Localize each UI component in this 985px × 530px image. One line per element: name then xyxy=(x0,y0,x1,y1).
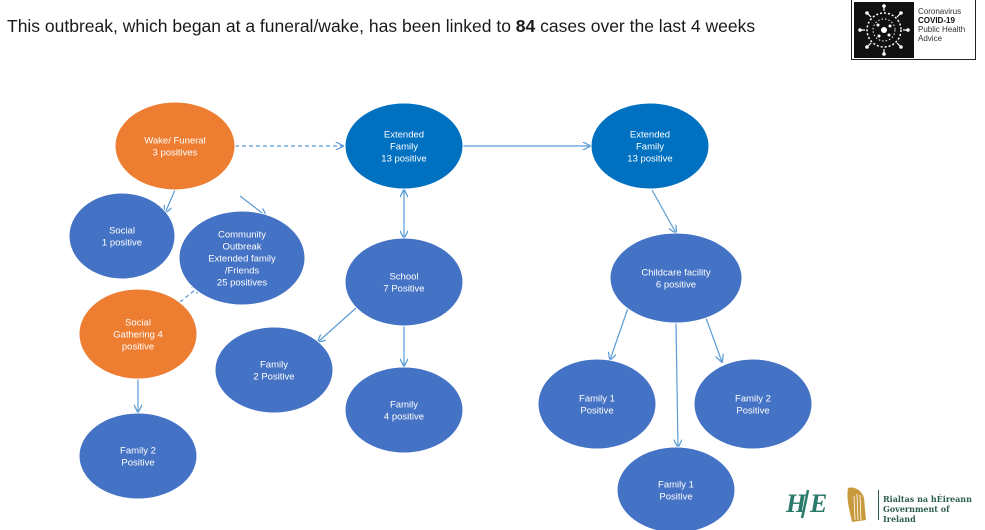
node-social-shape xyxy=(68,192,176,280)
node-wake-label-0: Wake/ Funeral xyxy=(144,136,205,147)
badge-line3: Public Health xyxy=(918,25,966,34)
node-fam2c-label-1: Positive xyxy=(121,458,154,469)
node-school-label-0: School xyxy=(389,272,418,283)
node-ext1-shape xyxy=(344,102,464,190)
title-text-after: cases over the last 4 weeks xyxy=(535,16,756,36)
edge-childcare-to-fam2b xyxy=(705,317,722,362)
government-of-ireland-text: Rialtas na hÉireann Government of Irelan… xyxy=(883,494,982,524)
node-fam2a-label-1: 2 Positive xyxy=(253,372,294,383)
node-ext2-label-1: Family xyxy=(636,142,664,153)
covid-badge: Coronavirus COVID-19 Public Health Advic… xyxy=(851,0,976,60)
node-ext2-label-2: 13 positive xyxy=(627,154,672,165)
badge-text: Coronavirus COVID-19 Public Health Advic… xyxy=(918,7,965,43)
node-community-label-4: 25 positives xyxy=(217,278,267,289)
edge-wake-to-community xyxy=(239,195,266,216)
logo-divider xyxy=(878,490,879,520)
node-fam2a-label-0: Family xyxy=(260,360,288,371)
title-text-before: This outbreak, which began at a funeral/… xyxy=(7,16,516,36)
badge-line2: COVID-19 xyxy=(918,16,955,25)
svg-text:E: E xyxy=(809,489,827,518)
edge-childcare-to-fam1a xyxy=(610,307,629,360)
hse-logo: H E xyxy=(785,489,827,519)
node-wake-shape xyxy=(114,101,236,191)
node-fam2b-label-0: Family 2 xyxy=(735,394,771,405)
node-community-label-3: /Friends xyxy=(225,266,260,277)
node-ext1-label-2: 13 positive xyxy=(381,154,426,165)
node-community-label-1: Outbreak xyxy=(222,242,261,253)
node-community-label-2: Extended family xyxy=(208,254,276,265)
node-gathering-label-0: Social xyxy=(125,318,151,329)
gov-line2: Government of Ireland xyxy=(883,504,950,524)
node-community-label-0: Community xyxy=(218,230,266,241)
edge-ext2-to-childcare xyxy=(651,189,676,233)
node-fam1a-label-0: Family 1 xyxy=(579,394,615,405)
slide-title: This outbreak, which began at a funeral/… xyxy=(7,16,755,37)
edge-school-to-fam2a xyxy=(318,307,357,342)
node-community-shape xyxy=(178,210,306,306)
node-fam4-shape xyxy=(344,366,464,454)
node-gathering-label-2: positive xyxy=(122,342,154,353)
node-childcare-label-0: Childcare facility xyxy=(641,268,710,279)
node-fam4-label-0: Family xyxy=(390,400,418,411)
node-gathering-shape xyxy=(78,288,198,380)
gov-line1: Rialtas na hÉireann xyxy=(883,494,972,504)
node-fam2b-label-1: Positive xyxy=(736,406,769,417)
edge-layer xyxy=(138,146,722,447)
title-case-count: 84 xyxy=(515,16,536,36)
node-school-shape xyxy=(344,237,464,327)
edge-wake-to-social xyxy=(165,189,176,213)
node-fam2b-shape xyxy=(693,358,813,450)
node-fam2c-label-0: Family 2 xyxy=(120,446,156,457)
node-social-label-1: 1 positive xyxy=(102,238,142,249)
node-fam1a-label-1: Positive xyxy=(580,406,613,417)
node-social-label-0: Social xyxy=(109,226,135,237)
node-fam2a-shape xyxy=(214,326,334,414)
node-ext1-label-1: Family xyxy=(390,142,418,153)
node-fam1a-shape xyxy=(537,358,657,450)
node-fam2c-shape xyxy=(78,412,198,500)
coronavirus-icon xyxy=(854,2,914,58)
node-wake-label-1: 3 positives xyxy=(153,148,198,159)
node-childcare-shape xyxy=(609,232,743,324)
node-ext1-label-0: Extended xyxy=(384,130,424,141)
badge-line4: Advice xyxy=(918,34,943,43)
node-childcare-label-1: 6 positive xyxy=(656,280,696,291)
svg-text:H: H xyxy=(785,489,807,518)
node-ext2-label-0: Extended xyxy=(630,130,670,141)
footer-logos: H E Rialtas na hÉireann Government of Ir… xyxy=(782,482,982,526)
node-fam1b-shape xyxy=(616,446,736,530)
node-fam4-label-1: 4 positive xyxy=(384,412,424,423)
node-school-label-1: 7 Positive xyxy=(383,284,424,295)
edge-childcare-to-fam1b xyxy=(676,322,678,447)
harp-icon xyxy=(847,487,866,522)
node-gathering-label-1: Gathering 4 xyxy=(113,330,163,341)
node-fam1b-label-0: Family 1 xyxy=(658,480,694,491)
node-fam1b-label-1: Positive xyxy=(659,492,692,503)
badge-line1: Coronavirus xyxy=(918,7,962,16)
node-ext2-shape xyxy=(590,102,710,190)
